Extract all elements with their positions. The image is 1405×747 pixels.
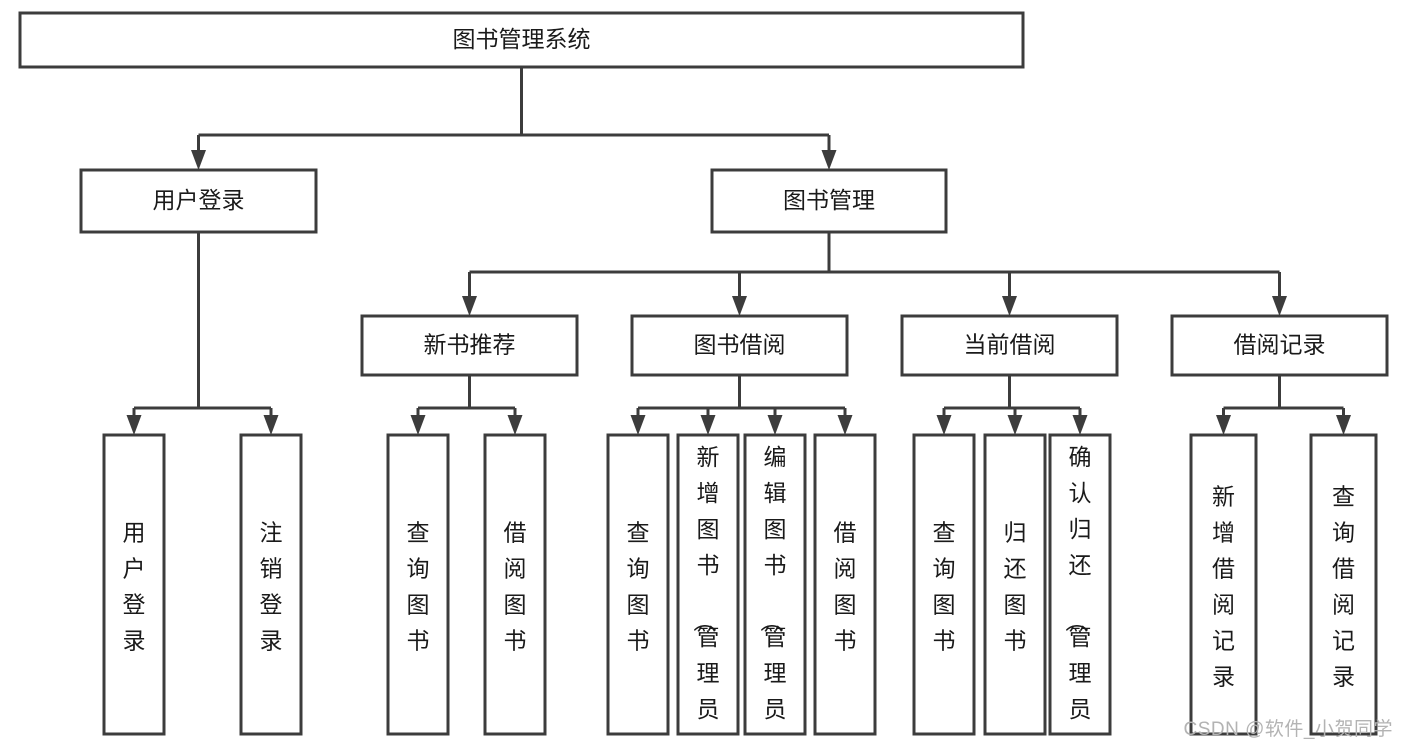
connector-group-n2b [462,232,1287,316]
connector-group-n3a [410,375,523,435]
node-root[interactable]: 图书管理系统 [18,11,1025,69]
connector-group-root [191,67,837,170]
arrow-head-icon [1272,296,1287,316]
connector-layer [126,67,1351,435]
arrow-head-icon [936,415,952,435]
node-box[interactable] [386,433,450,736]
arrow-head-icon [767,415,783,435]
node-label: 图书管理 [783,187,875,213]
node-label: 借阅记录 [1234,332,1326,358]
node-label: 新书推荐 [424,332,516,358]
node-box[interactable] [912,433,976,736]
node-layer: 图书管理系统用户登录图书管理新书推荐图书借阅当前借阅借阅记录用户登录注销登录查询… [18,11,1389,747]
node-box[interactable] [606,433,670,736]
arrow-head-icon [1216,415,1231,435]
arrow-head-icon [1002,296,1017,316]
node-l5[interactable]: 查询图书 [606,433,670,736]
node-n3b[interactable]: 图书借阅 [630,314,849,377]
node-n3c[interactable]: 当前借阅 [900,314,1119,377]
node-l8[interactable]: 借阅图书 [813,433,877,736]
node-box[interactable] [360,314,579,377]
node-n2b[interactable]: 图书管理 [710,168,948,234]
arrow-head-icon [630,415,646,435]
node-box[interactable] [743,433,807,736]
node-box[interactable] [1170,314,1389,377]
node-label: 新增图书（管理员） [692,444,720,747]
arrow-head-icon [1336,415,1351,435]
node-label: 查询图书 [627,520,650,654]
arrow-head-icon [126,415,142,435]
node-label: 图书借阅 [694,332,786,358]
node-n3d[interactable]: 借阅记录 [1170,314,1389,377]
node-box[interactable] [710,168,948,234]
node-label: 用户登录 [153,187,245,213]
arrow-head-icon [462,296,477,316]
node-box[interactable] [483,433,547,736]
node-l6[interactable]: 新增图书（管理员） [676,433,740,747]
node-label: 归还图书 [1004,520,1027,654]
node-box[interactable] [102,433,166,736]
node-l7[interactable]: 编辑图书（管理员） [743,433,807,747]
node-l10[interactable]: 归还图书 [983,433,1047,736]
arrow-head-icon [191,150,206,170]
node-label: 编辑图书（管理员） [759,444,787,747]
node-l13[interactable]: 查询借阅记录 [1309,433,1378,736]
arrow-head-icon [1072,415,1088,435]
node-label: 新增借阅记录 [1212,484,1235,690]
node-l4[interactable]: 借阅图书 [483,433,547,736]
arrow-head-icon [700,415,716,435]
node-label: 图书管理系统 [453,26,591,52]
arrow-head-icon [263,415,279,435]
arrow-head-icon [821,150,837,170]
node-box[interactable] [813,433,877,736]
node-box[interactable] [239,433,303,736]
node-box[interactable] [79,168,318,234]
arrow-head-icon [410,415,426,435]
node-box[interactable] [630,314,849,377]
node-label: 查询图书 [933,520,956,654]
arrow-head-icon [507,415,523,435]
arrow-head-icon [837,415,853,435]
node-box[interactable] [18,11,1025,69]
connector-group-n3c [936,375,1088,435]
node-l9[interactable]: 查询图书 [912,433,976,736]
connector-group-n3b [630,375,853,435]
node-n3a[interactable]: 新书推荐 [360,314,579,377]
watermark-label: CSDN @软件_小贺同学 [1183,719,1393,740]
node-l2[interactable]: 注销登录 [239,433,303,736]
node-label: 确认归还（管理员） [1064,444,1092,747]
node-l3[interactable]: 查询图书 [386,433,450,736]
node-box[interactable] [1309,433,1378,736]
node-label: 借阅图书 [834,520,857,654]
connector-group-n2a [126,232,279,435]
node-l1[interactable]: 用户登录 [102,433,166,736]
node-label: 注销登录 [260,520,283,654]
connector-group-n3d [1216,375,1351,435]
node-box[interactable] [983,433,1047,736]
node-l11[interactable]: 确认归还（管理员） [1048,433,1112,747]
node-label: 用户登录 [123,520,146,654]
node-box[interactable] [676,433,740,736]
arrow-head-icon [732,296,747,316]
arrow-head-icon [1007,415,1023,435]
node-label: 查询借阅记录 [1332,484,1355,690]
node-box[interactable] [1048,433,1112,736]
node-n2a[interactable]: 用户登录 [79,168,318,234]
node-label: 查询图书 [407,520,430,654]
node-label: 借阅图书 [504,520,527,654]
node-box[interactable] [1189,433,1258,736]
node-label: 当前借阅 [964,332,1056,358]
node-box[interactable] [900,314,1119,377]
node-l12[interactable]: 新增借阅记录 [1189,433,1258,736]
